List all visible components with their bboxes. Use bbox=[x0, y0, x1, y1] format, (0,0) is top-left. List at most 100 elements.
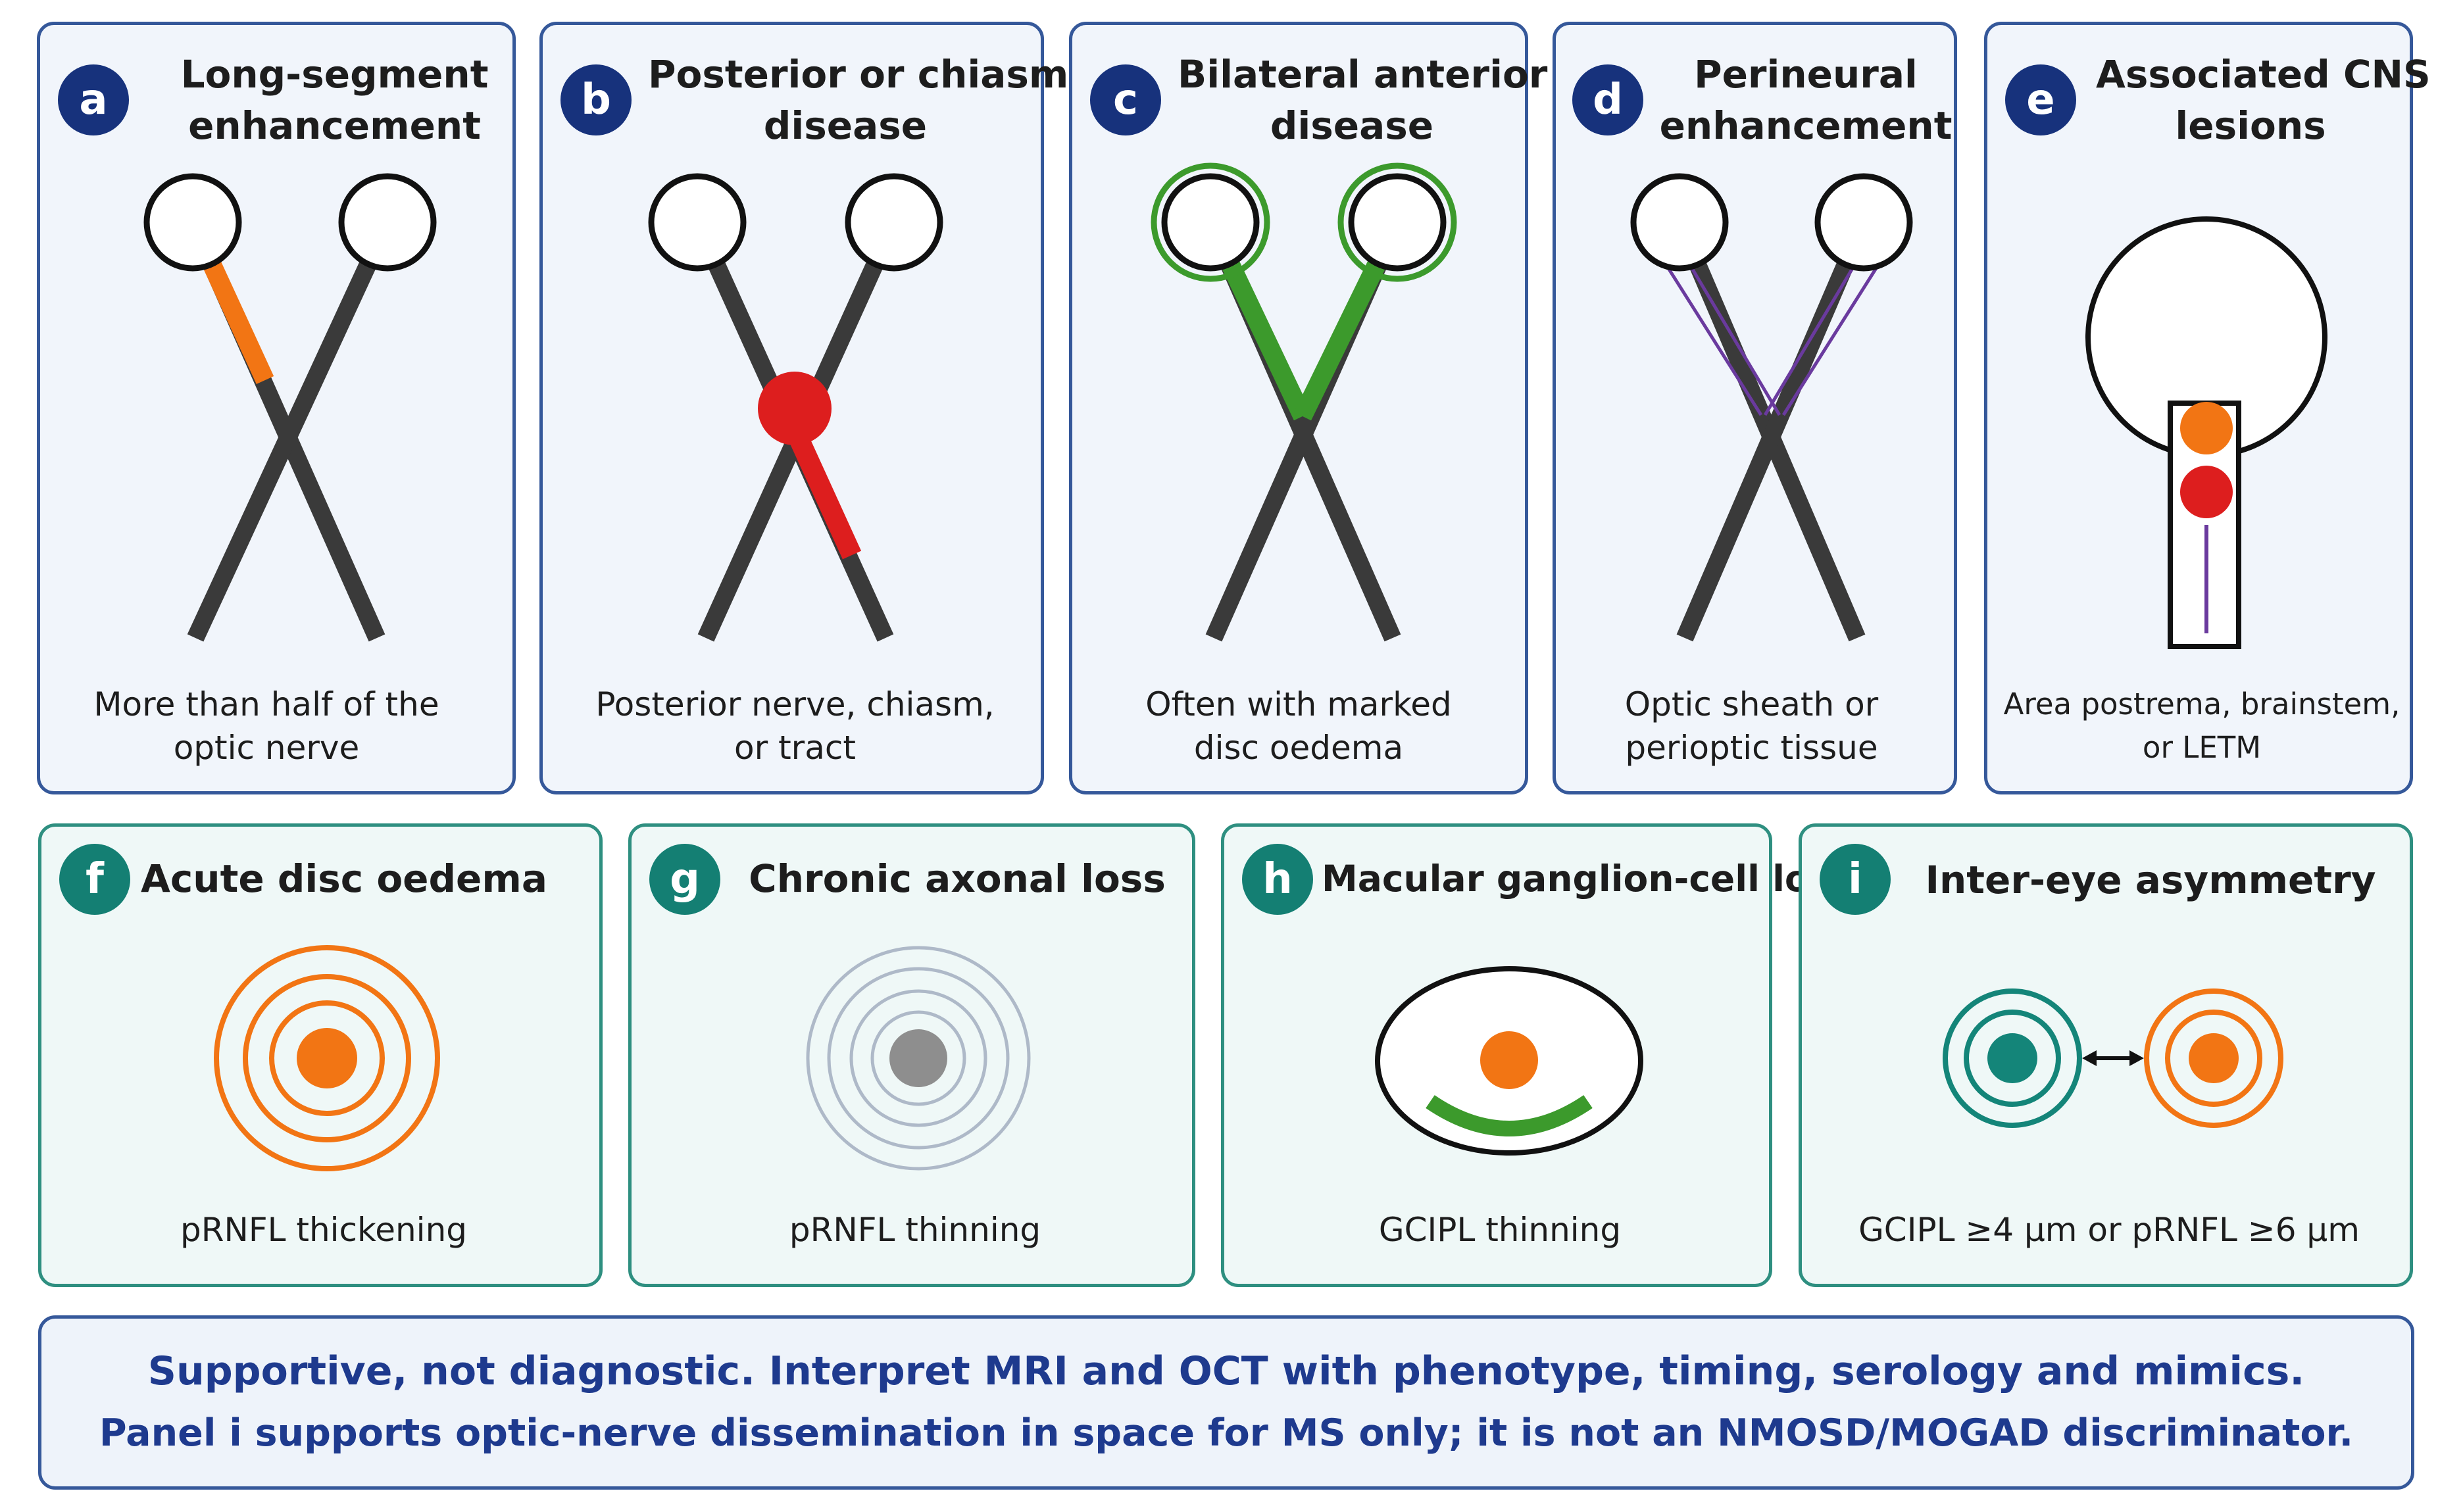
panel-title-c-line2: disease bbox=[1270, 103, 1434, 148]
disc-oedema-ring-right bbox=[1337, 162, 1457, 282]
panel-title-b: Posterior or chiasmal disease bbox=[648, 49, 1108, 151]
globe-right bbox=[1814, 173, 1913, 272]
panel-g: g Chronic axonal loss pRNFL thinning bbox=[628, 823, 1195, 1287]
panel-i: i Inter-eye asymmetry GCIPL ≥4 μm or pRN… bbox=[1799, 823, 2413, 1287]
panel-title-b-line1: Posterior or chiasmal bbox=[648, 52, 1108, 97]
perineural-sheath-right-inner bbox=[1763, 264, 1856, 416]
macular-ganglion-cell-diagram bbox=[1375, 966, 1643, 1156]
panel-h: h Macular ganglion-cell loss GCIPL thinn… bbox=[1221, 823, 1853, 1287]
panel-title-e: Associated CNS lesions bbox=[2096, 49, 2431, 151]
perineural-sheath-left-outer bbox=[1664, 264, 1763, 416]
panel-badge-e: e bbox=[2005, 64, 2076, 135]
note-line-1: Supportive, not diagnostic. Interpret MR… bbox=[147, 1348, 2305, 1394]
panel-e: e Associated CNS lesions Area postrema, … bbox=[1984, 22, 2431, 794]
panel-badge-i: i bbox=[1820, 844, 1891, 915]
panel-caption-b-line1: Posterior nerve, chiasm, bbox=[595, 685, 995, 723]
panel-c: c Bilateral anterior disease Often with … bbox=[1069, 22, 1548, 794]
panel-title-f: Acute disc oedema bbox=[141, 856, 547, 901]
panel-caption-d: Optic sheath or perioptic tissue bbox=[1556, 683, 1947, 769]
panel-caption-g: pRNFL thinning bbox=[789, 1211, 1041, 1249]
panel-caption-h: GCIPL thinning bbox=[1378, 1211, 1622, 1249]
panel-badge-g: g bbox=[649, 844, 720, 915]
globe-right bbox=[845, 173, 943, 272]
optic-chiasm-diagram-b bbox=[648, 173, 943, 642]
left-eye-disc bbox=[1987, 1033, 2037, 1083]
panel-caption-a-line2: optic nerve bbox=[173, 729, 360, 767]
rnfl-ring-inner bbox=[269, 1000, 385, 1116]
panel-caption-a: More than half of the optic nerve bbox=[40, 683, 493, 769]
left-eye-ring-inner bbox=[1964, 1010, 2061, 1107]
optic-disc bbox=[889, 1029, 947, 1087]
optic-chiasm-diagram-c bbox=[1151, 162, 1457, 642]
disc-oedema-ring-left bbox=[1151, 162, 1270, 282]
panel-title-e-line2: lesions bbox=[2175, 103, 2326, 148]
panel-badge-a: a bbox=[58, 64, 129, 135]
panel-caption-a-line1: More than half of the bbox=[93, 685, 439, 723]
right-eye-ring-inner bbox=[2165, 1010, 2262, 1107]
panel-title-e-line1: Associated CNS bbox=[2096, 52, 2431, 97]
perineural-sheath-right-outer bbox=[1781, 264, 1880, 416]
panel-caption-f: pRNFL thickening bbox=[180, 1211, 467, 1249]
arrow-head-left-icon bbox=[2082, 1050, 2097, 1066]
rnfl-ring-middle bbox=[243, 974, 411, 1142]
panel-title-d-line2: enhancement bbox=[1659, 103, 1953, 148]
panel-title-a-line2: enhancement bbox=[188, 103, 481, 148]
rnfl-ring-outer bbox=[806, 946, 1031, 1171]
optic-nerve-right bbox=[187, 218, 396, 642]
panel-title-d-line1: Perineural bbox=[1694, 52, 1918, 97]
fovea bbox=[1480, 1031, 1538, 1089]
panel-caption-i: GCIPL ≥4 μm or pRNFL ≥6 μm bbox=[1858, 1211, 2360, 1249]
panel-badge-h: h bbox=[1242, 844, 1313, 915]
pRNFL-thinning-diagram bbox=[806, 946, 1031, 1171]
rnfl-ring-middle bbox=[827, 967, 1010, 1150]
right-eye-ring-outer bbox=[2144, 988, 2283, 1128]
brainstem-lesion bbox=[2180, 466, 2233, 518]
arrow-head-right-icon bbox=[2129, 1050, 2144, 1066]
globe-left bbox=[1630, 173, 1729, 272]
panel-title-h: Macular ganglion-cell loss bbox=[1322, 858, 1853, 900]
optic-chiasm-diagram-d bbox=[1630, 173, 1913, 642]
panel-badge-c: c bbox=[1090, 64, 1161, 135]
panel-caption-c-line2: disc oedema bbox=[1193, 729, 1404, 767]
panel-title-c-line1: Bilateral anterior bbox=[1178, 52, 1548, 97]
globe-left bbox=[143, 173, 242, 272]
panel-badge-f: f bbox=[59, 844, 130, 915]
cns-lesion-diagram bbox=[2085, 216, 2327, 649]
panel-caption-e-line1: Area postrema, brainstem, bbox=[2003, 687, 2401, 721]
panel-a: a Long-segment enhancement More than hal… bbox=[37, 22, 516, 794]
panel-title-i: Inter-eye asymmetry bbox=[1925, 858, 2376, 902]
panel-title-g: Chronic axonal loss bbox=[749, 856, 1166, 901]
globe-left bbox=[648, 173, 747, 272]
panel-badge-b: b bbox=[560, 64, 632, 135]
panel-caption-b: Posterior nerve, chiasm, or tract bbox=[543, 683, 1047, 769]
panel-title-a-line1: Long-segment bbox=[180, 52, 489, 97]
panel-title-a: Long-segment enhancement bbox=[159, 49, 510, 151]
area-postrema-lesion bbox=[2180, 402, 2233, 454]
globe-left bbox=[1161, 173, 1260, 272]
left-eye-ring-outer bbox=[1943, 988, 2082, 1128]
pRNFL-thickening-diagram bbox=[214, 945, 440, 1171]
panel-caption-e-line2: or LETM bbox=[2142, 730, 2262, 765]
panel-caption-d-line2: perioptic tissue bbox=[1625, 729, 1878, 767]
panel-caption-c: Often with marked disc oedema bbox=[1072, 683, 1525, 769]
rnfl-ring-inner bbox=[849, 989, 987, 1127]
panel-f: f Acute disc oedema pRNFL thickening bbox=[38, 823, 603, 1287]
rnfl-ring-innermost bbox=[870, 1010, 966, 1106]
panel-caption-b-line2: or tract bbox=[734, 729, 856, 767]
panel-caption-c-line1: Often with marked bbox=[1145, 685, 1452, 723]
inter-eye-asymmetry-diagram bbox=[1943, 988, 2283, 1128]
rnfl-ring-outer bbox=[214, 945, 440, 1171]
panel-caption-d-line1: Optic sheath or bbox=[1624, 685, 1879, 723]
interpretation-note: Supportive, not diagnostic. Interpret MR… bbox=[38, 1315, 2414, 1490]
note-line-2: Panel i supports optic-nerve disseminati… bbox=[99, 1411, 2354, 1455]
globe-right bbox=[1348, 173, 1447, 272]
optic-chiasm-diagram-a bbox=[143, 173, 437, 642]
panel-title-d: Perineural enhancement bbox=[1654, 49, 1957, 151]
right-eye-disc bbox=[2189, 1033, 2239, 1083]
panel-b: b Posterior or chiasmal disease Posterio… bbox=[539, 22, 1108, 794]
panel-caption-e: Area postrema, brainstem, or LETM bbox=[1987, 683, 2416, 769]
perineural-sheath-left-inner bbox=[1688, 264, 1781, 416]
gcipl-thinning-arc bbox=[1426, 1095, 1593, 1136]
chiasmal-lesion bbox=[758, 372, 832, 445]
optic-disc bbox=[297, 1028, 357, 1088]
